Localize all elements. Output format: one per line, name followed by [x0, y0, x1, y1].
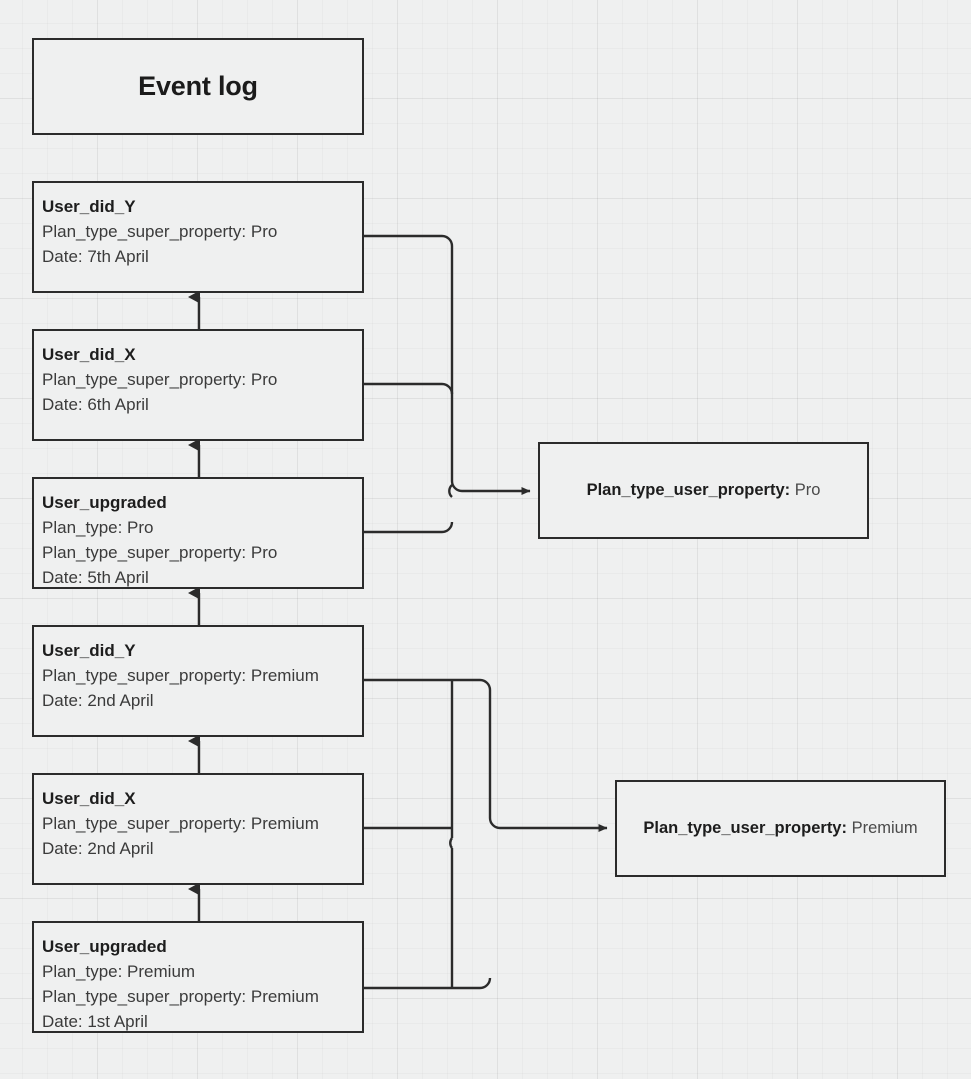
event-name: User_did_X — [42, 345, 136, 364]
event-name: User_upgraded — [42, 937, 167, 956]
user-property-key: Plan_type_user_property: — [586, 481, 791, 499]
event-card-user-did-x-pro[interactable]: User_did_X Plan_type_super_property: Pro… — [32, 329, 364, 441]
event-property-line: Plan_type_super_property: Premium — [42, 666, 319, 685]
user-property-card-pro[interactable]: Plan_type_user_property: Pro — [538, 442, 869, 539]
user-property-value: Premium — [851, 819, 918, 837]
event-card-user-upgraded-premium[interactable]: User_upgraded Plan_type: Premium Plan_ty… — [32, 921, 364, 1033]
event-date-line: Date: 7th April — [42, 247, 149, 266]
user-property-text: Plan_type_user_property: Premium — [643, 819, 917, 838]
pro-property-edges — [364, 234, 531, 534]
line-jump-marks — [448, 484, 454, 849]
event-name: User_did_Y — [42, 641, 136, 660]
event-card-user-did-x-premium[interactable]: User_did_X Plan_type_super_property: Pre… — [32, 773, 364, 885]
event-card-user-did-y-premium[interactable]: User_did_Y Plan_type_super_property: Pre… — [32, 625, 364, 737]
event-date-line: Date: 2nd April — [42, 839, 154, 858]
user-property-text: Plan_type_user_property: Pro — [587, 481, 821, 500]
event-date-line: Date: 5th April — [42, 568, 149, 587]
event-property-line: Plan_type_super_property: Premium — [42, 987, 319, 1006]
event-date-line: Date: 1st April — [42, 1012, 148, 1031]
event-plan-type-line: Plan_type: Premium — [42, 962, 196, 981]
event-card-user-upgraded-pro[interactable]: User_upgraded Plan_type: Pro Plan_type_s… — [32, 477, 364, 589]
event-date-line: Date: 6th April — [42, 395, 149, 414]
user-property-key: Plan_type_user_property: — [643, 819, 847, 837]
user-property-value: Pro — [794, 481, 821, 499]
event-log-title-box: Event log — [32, 38, 364, 135]
event-property-line: Plan_type_super_property: Pro — [42, 543, 278, 562]
event-name: User_did_X — [42, 789, 136, 808]
user-property-card-premium[interactable]: Plan_type_user_property: Premium — [615, 780, 946, 877]
page-title: Event log — [138, 71, 258, 101]
event-property-line: Plan_type_super_property: Premium — [42, 814, 319, 833]
event-property-line: Plan_type_super_property: Pro — [42, 370, 278, 389]
premium-property-edges — [364, 678, 608, 990]
event-plan-type-line: Plan_type: Pro — [42, 518, 154, 537]
event-card-user-did-y-pro[interactable]: User_did_Y Plan_type_super_property: Pro… — [32, 181, 364, 293]
event-name: User_upgraded — [42, 493, 167, 512]
event-property-line: Plan_type_super_property: Pro — [42, 222, 278, 241]
event-name: User_did_Y — [42, 197, 136, 216]
event-date-line: Date: 2nd April — [42, 691, 154, 710]
